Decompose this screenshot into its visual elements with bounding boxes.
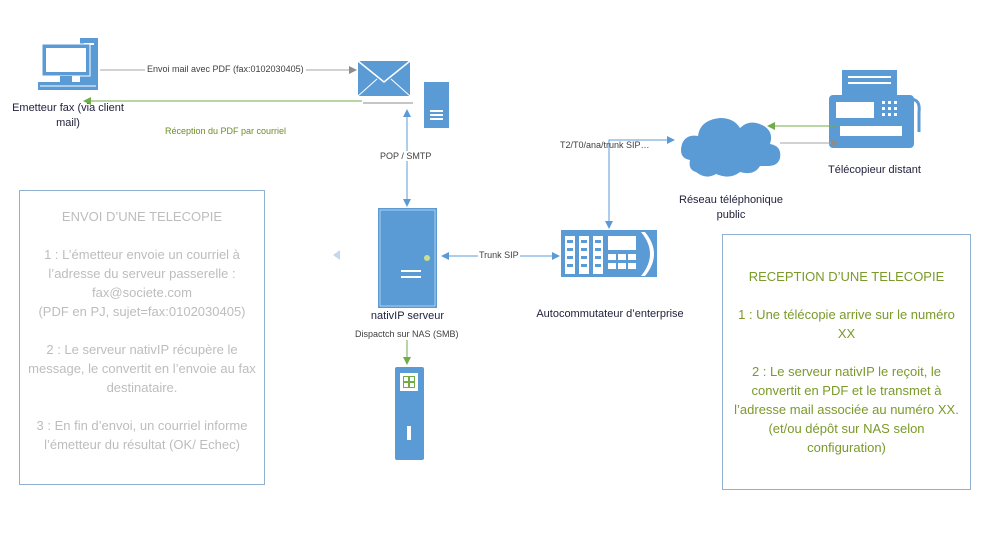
server-label: nativIP serveur: [370, 310, 445, 322]
nas-dispatch-label: Dispactch sur NAS (SMB): [355, 329, 459, 339]
receive-step-2: 2 : Le serveur nativIP le reçoit, le con…: [734, 364, 959, 455]
mail-server-icon: [424, 82, 449, 128]
network-link-arrow: [605, 136, 675, 229]
cloud-network-icon: [681, 118, 781, 177]
left-pointer-icon: [333, 250, 340, 260]
trunk-sip-label: Trunk SIP: [478, 250, 520, 260]
computer-icon: [38, 38, 98, 90]
nas-storage-icon: [395, 367, 424, 460]
sender-label: Emetteur fax (via client mail): [12, 102, 124, 129]
receive-step-1: 1 : Une télécopie arrive sur le numéro X…: [738, 307, 955, 341]
pop-smtp-label: POP / SMTP: [380, 151, 432, 161]
remote-fax-label: Télécopieur distant: [828, 164, 921, 176]
send-step-2: 2 : Le serveur nativIP récupère le messa…: [28, 342, 256, 395]
receive-procedure-box: RECEPTION D’UNE TELECOPIE 1 : Une téléco…: [722, 234, 971, 490]
receive-pdf-label: Réception du PDF par courriel: [165, 126, 287, 136]
pbx-switch-icon: [561, 230, 657, 277]
network-label: Réseau téléphonique public: [679, 194, 783, 221]
receive-box-title: RECEPTION D’UNE TELECOPIE: [748, 269, 945, 284]
send-procedure-box: ENVOI D’UNE TELECOPIE 1 : L’émetteur env…: [19, 190, 265, 485]
nativip-server-icon: [378, 208, 437, 308]
mail-envelope-icon: [357, 60, 411, 97]
send-step-3: 3 : En fin d’envoi, un courriel informe …: [36, 418, 248, 452]
send-mail-label: Envoi mail avec PDF (fax:0102030405): [145, 64, 306, 74]
send-box-title: ENVOI D’UNE TELECOPIE: [61, 209, 223, 224]
fax-machine-icon: [829, 70, 921, 148]
send-step-1: 1 : L’émetteur envoie un courriel à l’ad…: [38, 247, 246, 319]
t2-trunk-label: T2/T0/ana/trunk SIP…: [560, 140, 650, 150]
pbx-label: Autocommutateur d’enterprise: [536, 308, 684, 320]
